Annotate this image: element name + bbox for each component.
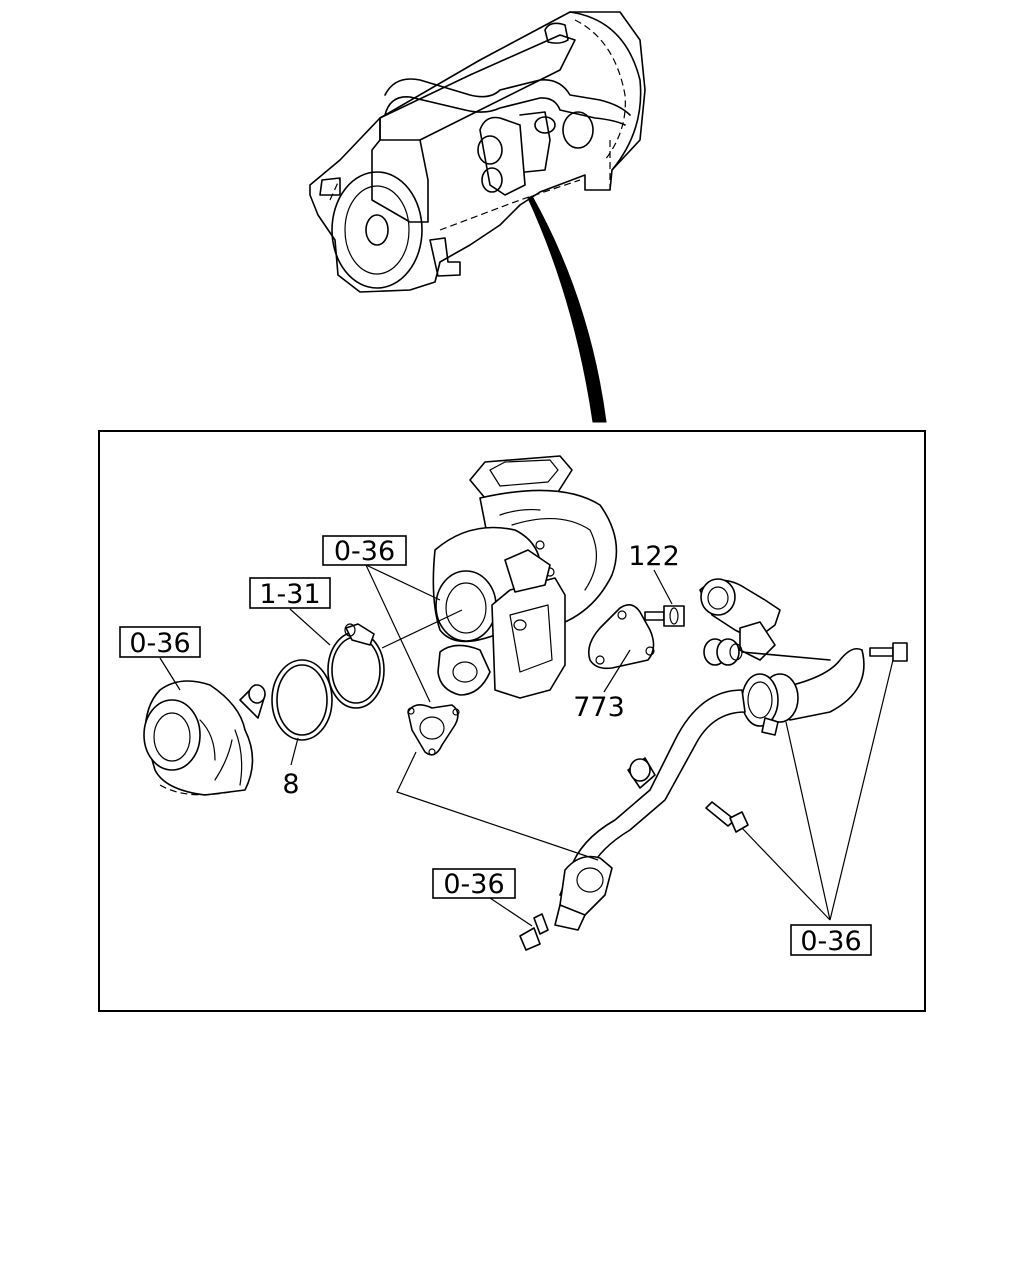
- gasket: [407, 704, 460, 756]
- label-0-36-right-text: 0-36: [800, 926, 861, 957]
- label-0-36-right: 0-36: [790, 924, 872, 957]
- turbocharger: [432, 455, 618, 699]
- label-0-36-left: 0-36: [119, 626, 201, 659]
- label-0-36-bottom: 0-36: [432, 868, 516, 900]
- detail-frame: [98, 430, 926, 1012]
- label-0-36-left-text: 0-36: [129, 628, 190, 659]
- band-clamp: [327, 623, 385, 709]
- oil-pipe-assembly: [519, 578, 908, 951]
- inlet-elbow: [143, 680, 266, 796]
- label-part-8: 8: [282, 769, 299, 800]
- label-0-36-top-text: 0-36: [334, 536, 395, 567]
- label-part-122: 122: [628, 541, 680, 572]
- label-part-773: 773: [573, 692, 625, 723]
- label-0-36-bottom-text: 0-36: [443, 869, 504, 900]
- label-0-36-top: 0-36: [322, 535, 407, 567]
- leader-lines: [159, 564, 894, 927]
- bracket-and-bolt: [587, 604, 685, 670]
- engine-overview-illustration: [309, 11, 646, 423]
- label-1-31: 1-31: [249, 577, 331, 610]
- seal-ring: [271, 659, 333, 741]
- label-1-31-text: 1-31: [259, 579, 320, 610]
